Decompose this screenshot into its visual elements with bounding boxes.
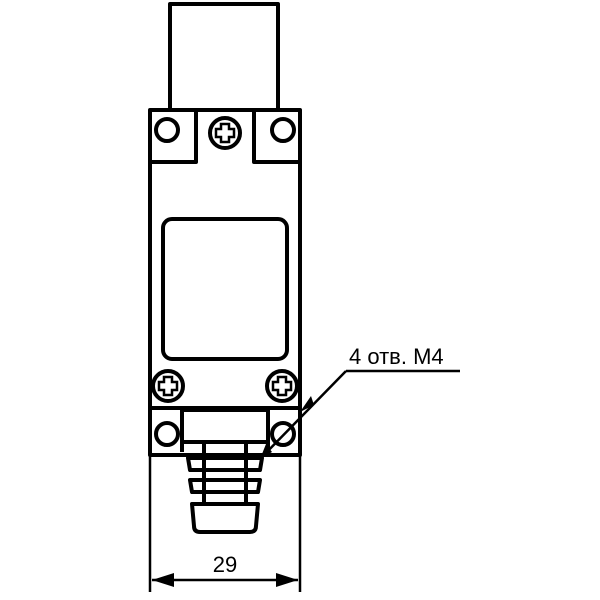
holes-label: 4 отв. М4: [349, 344, 444, 369]
top-left-tab: [150, 108, 198, 164]
top-right-tab: [252, 108, 300, 164]
mounting-hole-bottom-right: [270, 421, 296, 447]
top-cover: [168, 2, 280, 112]
screw-icon-bottom-right: [265, 369, 299, 403]
indicator-window: [161, 217, 289, 361]
bottom-center-block: [180, 408, 270, 444]
holes-leader: [259, 369, 460, 460]
screw-icon-top: [208, 116, 242, 150]
mounting-hole-bottom-left: [154, 421, 180, 447]
width-dimension: [148, 455, 302, 592]
mounting-hole-top-left: [154, 117, 180, 143]
mounting-hole-top-right: [270, 117, 296, 143]
cable-gland: [186, 444, 264, 534]
screw-icon-bottom-left: [151, 369, 185, 403]
width-dimension-label: 29: [213, 552, 237, 577]
